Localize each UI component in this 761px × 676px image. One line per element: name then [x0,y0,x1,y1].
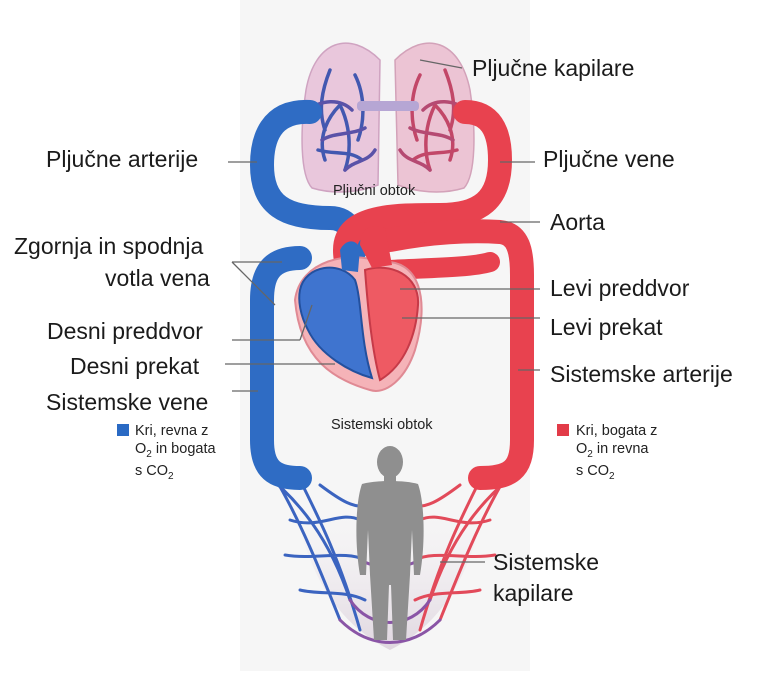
leader-lines [225,59,540,563]
legend-red-line2: O2 in revna [576,441,649,461]
legend-swatch-red [557,424,569,436]
label-vena-cava-line1: Zgornja in spodnja [14,233,204,259]
legend-red-text: Kri, bogata z O2 in revna s CO2 [576,422,657,483]
label-right-atrium: Desni preddvor [47,318,203,344]
legend-red-line3: s CO2 [576,462,615,482]
label-pulmonary-arteries: Pljučne arterije [46,146,199,172]
label-left-atrium: Levi preddvor [550,275,690,301]
label-systemic-veins: Sistemske vene [46,389,209,415]
lungs [301,42,475,193]
legend-blue-line2: O2 in bogata [135,441,216,461]
label-left-ventricle: Levi prekat [550,314,663,340]
legend-red-line1: Kri, bogata z [576,423,658,439]
label-systemic-arteries: Sistemske arterije [550,361,733,387]
human-silhouette [356,446,424,640]
label-systemic-capillaries-line1: Sistemske [493,549,600,575]
heart [293,225,423,392]
label-pulmonary-capillaries: Pljučne kapilare [472,55,635,81]
legend-swatch-blue [117,424,129,436]
legend-blue-line1: Kri, revna z [135,423,209,439]
label-systemic-capillaries-line2: kapilare [493,580,574,606]
label-right-ventricle: Desni prekat [70,353,200,379]
legend-blue-text: Kri, revna z O2 in bogata s CO2 [135,422,216,483]
label-vena-cava-line2: votla vena [105,265,210,291]
label-pulmonary-veins: Pljučne vene [543,146,675,172]
label-aorta: Aorta [550,209,605,235]
legend-blue-line3: s CO2 [135,462,174,482]
label-pulmonary-circuit: Pljučni obtok [333,183,416,199]
label-systemic-circuit: Sistemski obtok [331,417,433,433]
